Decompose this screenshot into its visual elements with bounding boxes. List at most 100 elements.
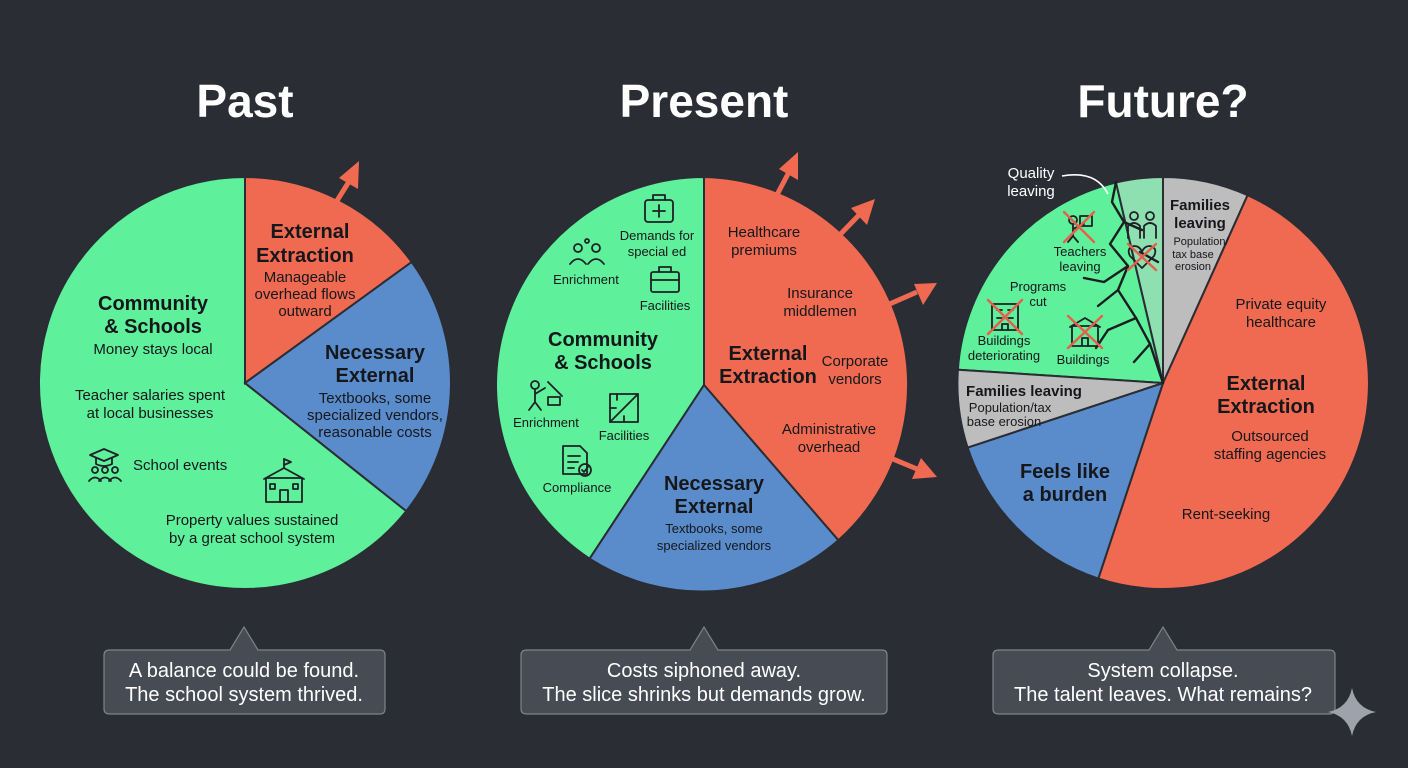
future-staffing-1: Outsourced (1231, 428, 1309, 445)
present-extraction-slice (703, 175, 910, 542)
sparkle-icon (1328, 688, 1376, 736)
future-programs-2: cut (1029, 294, 1047, 309)
past-community-events: School events (133, 457, 227, 474)
present-extraction-title-2: Extraction (719, 366, 817, 388)
future-families-mid-title: Families leaving (966, 383, 1082, 400)
future-extraction-title-1: External (1227, 373, 1306, 395)
future-quality-2: leaving (1007, 183, 1055, 200)
future-families-mid-sub-2: base erosion (967, 414, 1041, 429)
future-equity-1: Private equity (1236, 296, 1327, 313)
past-community-title-2: & Schools (104, 316, 202, 338)
past-outflow-arrow (325, 161, 359, 217)
past-necessary-sub-2: specialized vendors, (307, 407, 443, 424)
heart-crossed-icon (1126, 242, 1158, 272)
past-extraction-sub-2: overhead flows (255, 286, 356, 303)
quality-pointer-line (1061, 174, 1109, 195)
crack-lines (1082, 180, 1165, 385)
future-equity-2: healthcare (1246, 314, 1316, 331)
future-teachers-2: leaving (1059, 259, 1100, 274)
past-community-salaries-2: at local businesses (87, 405, 214, 422)
future-programs-1: Programs (1010, 279, 1067, 294)
present-admin-1: Administrative (782, 421, 876, 438)
future-caption-line-2: The talent leaves. What remains? (1014, 684, 1312, 706)
past-extraction-sub-3: outward (278, 303, 331, 320)
present-extraction-title-1: External (729, 343, 808, 365)
future-burden-title-2: a burden (1023, 484, 1107, 506)
present-special-ed-2: special ed (628, 244, 687, 259)
past-necessary-slice (243, 260, 452, 513)
past-necessary-sub-1: Textbooks, some (319, 390, 432, 407)
future-quality-1: Quality (1008, 165, 1055, 182)
past-community-money: Money stays local (93, 341, 212, 358)
present-necessary-title-1: Necessary (664, 473, 765, 495)
future-deteriorating-1: Buildings (978, 333, 1031, 348)
future-rent-seeking: Rent-seeking (1182, 506, 1270, 523)
future-teachers-1: Teachers (1054, 244, 1107, 259)
present-necessary-slice (588, 383, 840, 593)
future-families-top-title-1: Families (1170, 197, 1230, 214)
future-community-slice (956, 181, 1165, 385)
present-healthcare-2: premiums (731, 242, 797, 259)
future-deteriorating-2: deteriorating (968, 348, 1040, 363)
present-community-title-2: & Schools (554, 352, 652, 374)
teacher-icon (528, 380, 563, 411)
present-caption-line-2: The slice shrinks but demands grow. (542, 684, 866, 706)
past-necessary-sub-3: reasonable costs (318, 424, 431, 441)
future-families-top-sub-2: tax base (1172, 249, 1214, 261)
future-staffing-2: staffing agencies (1214, 446, 1326, 463)
present-outflow-arrow-3 (874, 283, 937, 313)
present-outflow-arrow-1 (766, 152, 798, 212)
past-community-property-2: by a great school system (169, 530, 335, 547)
future-extraction-slice (1097, 193, 1370, 590)
past-panel: Past External Extraction Manageable over… (37, 75, 452, 715)
present-healthcare-1: Healthcare (728, 224, 801, 241)
future-families-top-sub-1: Population/ (1173, 236, 1229, 248)
past-community-property-1: Property values sustained (166, 512, 339, 529)
present-caption: Costs siphoned away. The slice shrinks b… (520, 625, 888, 715)
school-building-icon (263, 458, 305, 503)
present-insurance-1: Insurance (787, 285, 853, 302)
present-caption-line-1: Costs siphoned away. (607, 660, 801, 682)
present-necessary-title-2: External (675, 496, 754, 518)
past-community-title-1: Community (98, 293, 209, 315)
present-facilities-a: Facilities (640, 298, 691, 313)
teacher-crossed-icon (1062, 210, 1096, 244)
present-outflow-arrow-2 (825, 199, 875, 250)
people-icon (569, 238, 605, 265)
past-extraction-title-2: Extraction (256, 245, 354, 267)
future-panel: Future? Quality leaving Teachers leaving (956, 75, 1376, 736)
present-enrichment-a: Enrichment (553, 272, 619, 287)
past-extraction-sub-1: Manageable (264, 269, 347, 286)
checklist-icon (562, 445, 592, 477)
present-compliance: Compliance (543, 480, 612, 495)
present-necessary-sub-2: specialized vendors (657, 538, 772, 553)
family-icon (1127, 211, 1157, 239)
past-title: Past (196, 75, 293, 127)
past-caption-line-1: A balance could be found. (129, 660, 359, 682)
past-community-salaries-1: Teacher salaries spent (75, 387, 226, 404)
past-necessary-title-1: Necessary (325, 342, 426, 364)
present-insurance-2: middlemen (783, 303, 856, 320)
future-caption: System collapse. The talent leaves. What… (992, 625, 1336, 715)
present-vendors-1: Corporate (822, 353, 889, 370)
future-buildings: Buildings (1057, 352, 1110, 367)
past-caption: A balance could be found. The school sys… (103, 625, 386, 715)
present-special-ed-1: Demands for (620, 228, 695, 243)
present-necessary-sub-1: Textbooks, some (665, 521, 763, 536)
present-admin-2: overhead (798, 439, 861, 456)
present-vendors-2: vendors (828, 371, 881, 388)
graduation-cap-icon (89, 448, 119, 467)
future-extraction-title-2: Extraction (1217, 396, 1315, 418)
future-families-top-sub-3: erosion (1175, 261, 1211, 273)
past-community-slice (37, 175, 408, 590)
present-panel: Present Healthcare premiums Insurance mi… (495, 75, 937, 715)
future-families-mid-sub-1: Population/tax (969, 400, 1052, 415)
present-outflow-arrow-4 (875, 449, 937, 479)
future-families-mid-slice (956, 368, 1164, 449)
future-title: Future? (1077, 75, 1248, 127)
building-crossed-icon (986, 298, 1024, 336)
past-necessary-title-2: External (336, 365, 415, 387)
past-extraction-title-1: External (271, 221, 350, 243)
blueprint-icon (609, 393, 639, 423)
